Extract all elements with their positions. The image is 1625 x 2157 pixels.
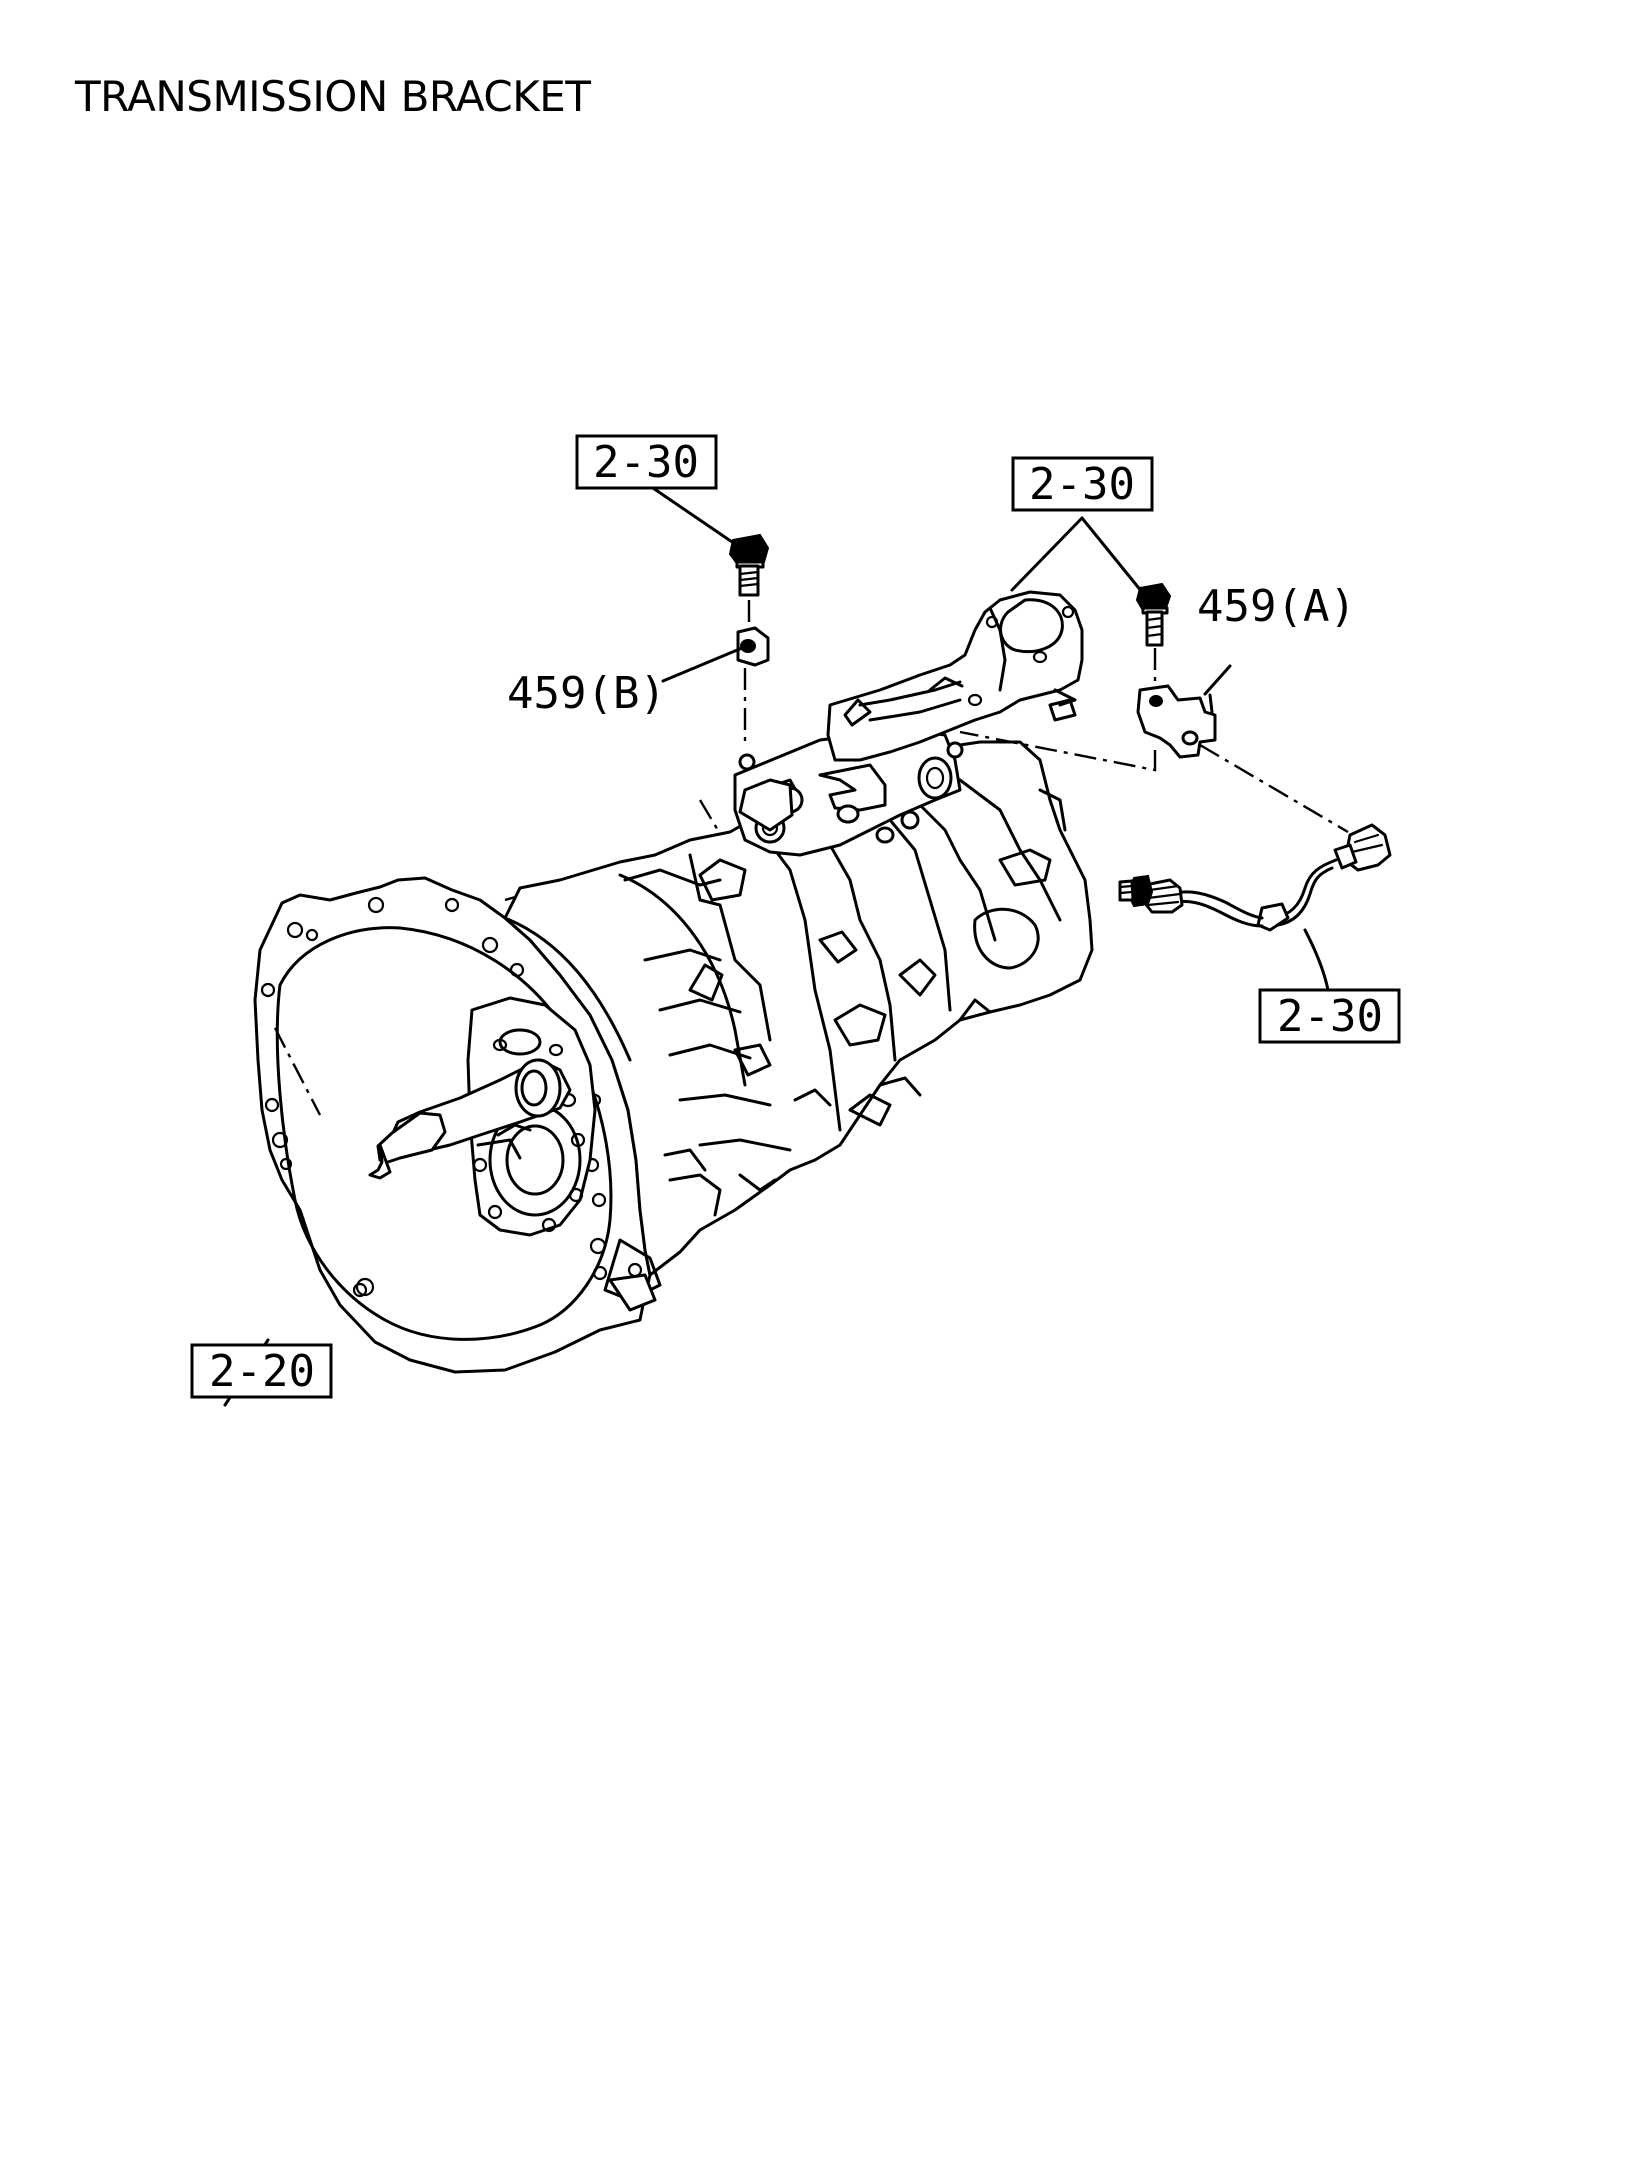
ref-label-bolt-left-text: 2-30 xyxy=(593,437,699,488)
side-boss xyxy=(738,778,794,832)
ref-label-transmission-text: 2-20 xyxy=(209,1346,315,1397)
ref-label-bracket-top-text: 2-30 xyxy=(1029,459,1135,510)
right-bolt-group xyxy=(959,582,1349,834)
lower-pad xyxy=(608,1273,657,1312)
ref-label-sensor-text: 2-30 xyxy=(1277,991,1383,1042)
sensor-assembly xyxy=(1118,823,1392,932)
ref-label-transmission: 2-20 xyxy=(190,1343,333,1399)
page-title: TRANSMISSION BRACKET xyxy=(75,72,591,121)
extension-housing xyxy=(826,590,1084,762)
case-details xyxy=(503,778,1067,1302)
part-label-459a: 459(A) xyxy=(1197,581,1356,632)
centerline-lower xyxy=(273,1027,322,1116)
input-shaft-hub xyxy=(368,996,597,1237)
transmission-assembly xyxy=(253,590,1094,1374)
left-bolt-group xyxy=(728,533,770,745)
ref-label-bolt-left: 2-30 xyxy=(575,434,718,490)
ref-label-sensor: 2-30 xyxy=(1258,988,1401,1044)
part-label-459b: 459(B) xyxy=(507,668,666,719)
ref-label-bracket-top: 2-30 xyxy=(1011,456,1154,512)
bell-housing-flange xyxy=(275,926,613,1341)
